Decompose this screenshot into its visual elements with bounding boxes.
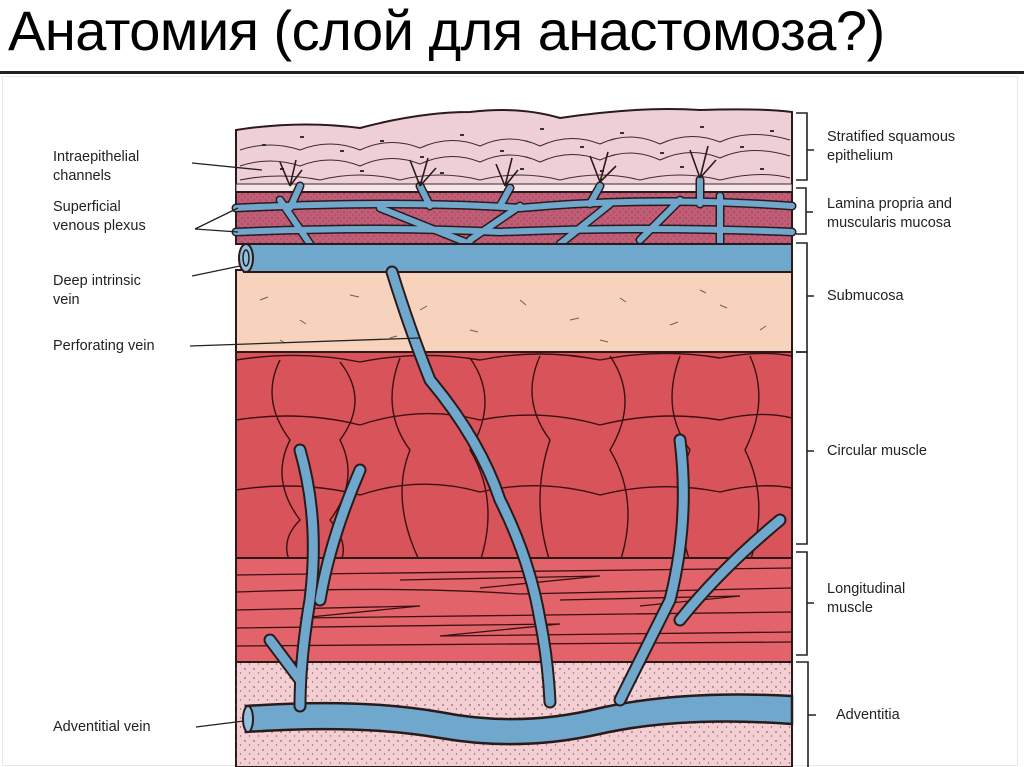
label-line: channels xyxy=(53,168,112,184)
label-line: Lamina propria and xyxy=(827,196,952,212)
label-perforating-vein: Perforating vein xyxy=(53,337,155,356)
deep-intrinsic-vein xyxy=(238,243,793,273)
label-line: Intraepithelial xyxy=(53,149,140,165)
right-brackets xyxy=(796,112,816,767)
label-line: epithelium xyxy=(827,148,894,164)
title-divider xyxy=(0,71,1024,74)
label-superficial-venous-plexus: Superficial venous plexus xyxy=(53,198,146,236)
label-line: Adventitia xyxy=(836,707,900,723)
adventitial-vein xyxy=(242,693,794,746)
label-line: Circular muscle xyxy=(827,443,927,459)
label-line: Superficial xyxy=(53,199,121,215)
label-line: Perforating vein xyxy=(53,338,155,354)
submucosa-layer xyxy=(235,269,793,357)
label-stratified-squamous-epithelium: Stratified squamous epithelium xyxy=(827,128,955,166)
label-submucosa: Submucosa xyxy=(827,287,904,306)
slide-title: Анатомия (слой для анастомоза?) xyxy=(8,0,885,62)
intraepithelial-channels xyxy=(279,145,717,187)
label-line: Longitudinal xyxy=(827,581,906,597)
label-circular-muscle: Circular muscle xyxy=(827,442,927,461)
label-line: muscularis mucosa xyxy=(827,215,952,231)
label-deep-intrinsic-vein: Deep intrinsic vein xyxy=(53,272,141,310)
label-line: muscle xyxy=(827,600,873,616)
label-line: venous plexus xyxy=(53,218,146,234)
label-line: vein xyxy=(53,292,80,308)
label-line: Adventitial vein xyxy=(53,719,151,735)
left-leader-lines xyxy=(189,162,421,728)
perforating-vein xyxy=(263,265,787,713)
label-adventitia: Adventitia xyxy=(836,706,900,725)
label-line: Stratified squamous xyxy=(827,129,956,145)
label-adventitial-vein: Adventitial vein xyxy=(53,718,151,737)
label-longitudinal-muscle: Longitudinal muscle xyxy=(827,580,905,618)
superficial-venous-plexus xyxy=(231,175,797,249)
label-lamina-propria: Lamina propria and muscularis mucosa xyxy=(827,195,952,233)
epithelium-layer xyxy=(235,108,793,193)
label-line: Submucosa xyxy=(827,288,904,304)
label-intraepithelial-channels: Intraepithelial channels xyxy=(53,148,139,186)
label-line: Deep intrinsic xyxy=(53,273,141,289)
